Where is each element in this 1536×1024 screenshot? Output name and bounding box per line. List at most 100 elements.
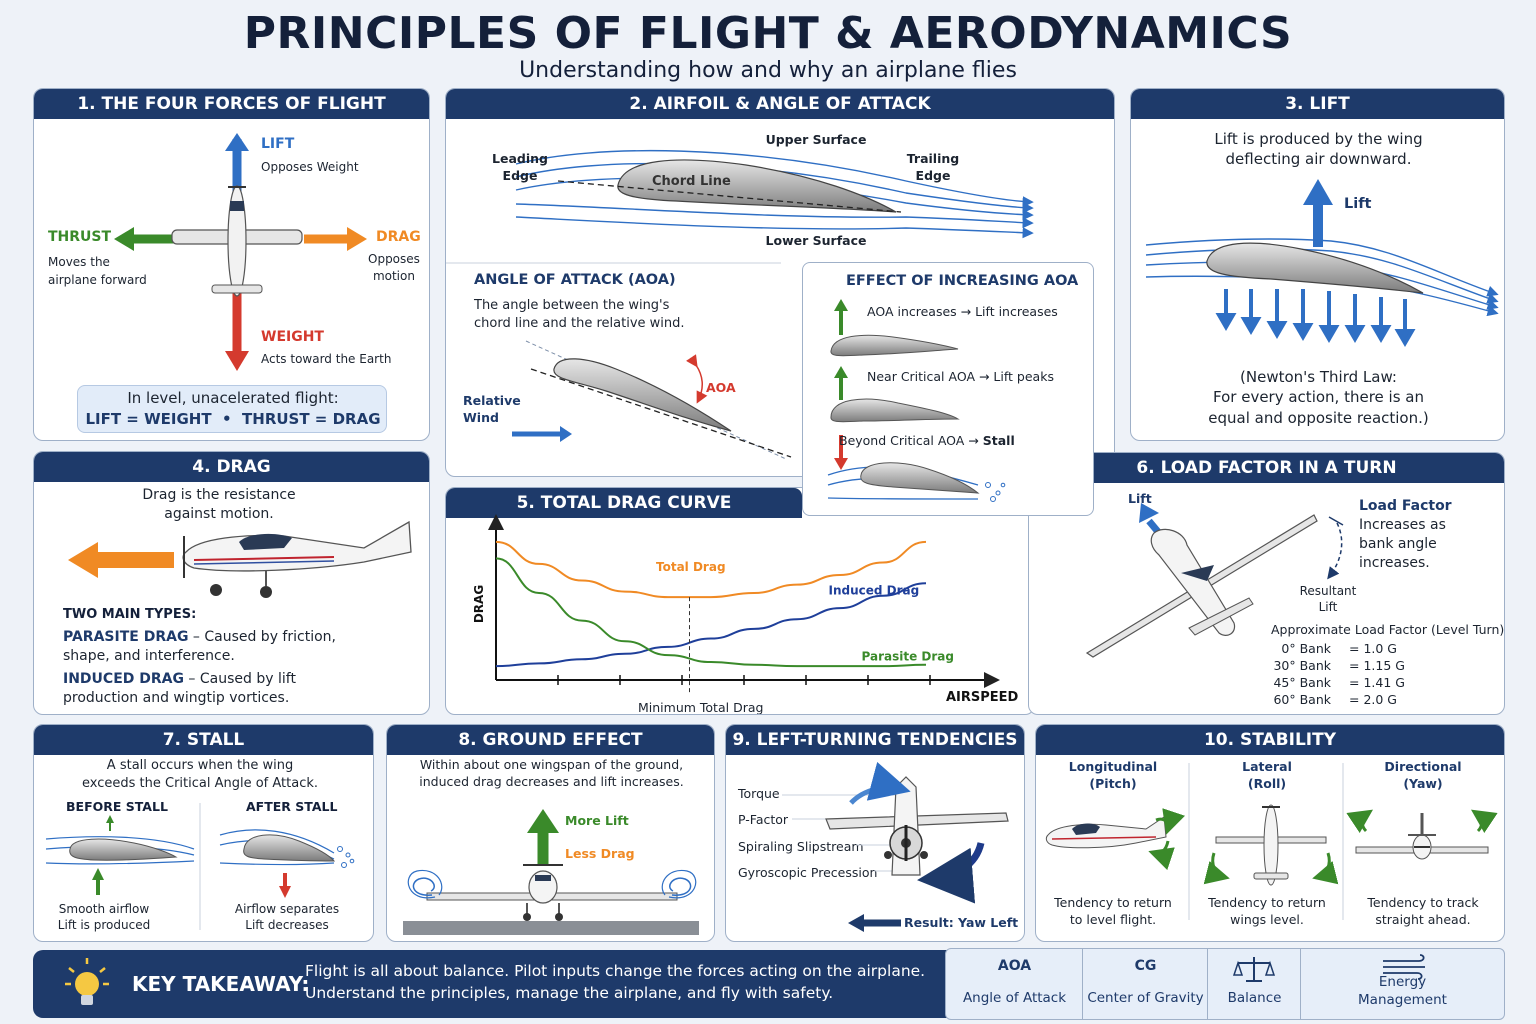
bank-angle: 30° Bank [1273,658,1331,673]
load-table-row: 30° Bank= 1.15 G [1267,658,1427,675]
load-factor-desc: Increases as bank angle increases. [1359,516,1446,571]
panel-load-factor: 6. LOAD FACTOR IN A TURN Lift Load Facto… [1028,452,1505,715]
upper-surface-label: Upper Surface [765,132,867,147]
energy-icon-label: Energy Management [1358,974,1447,1009]
newton-note: (Newton's Third Law: For every action, t… [1208,368,1429,427]
tendency-gyroscopic: Gyroscopic Precession [738,865,878,880]
panel-header: 10. STABILITY [1036,725,1504,755]
load-table-title: Approximate Load Factor (Level Turn) [1271,622,1505,637]
effect-item-3: Beyond Critical AOA → Stall [839,433,1015,450]
lower-surface-label: Lower Surface [765,233,867,248]
g-value: = 2.0 G [1349,692,1397,707]
panel-header: 6. LOAD FACTOR IN A TURN [1029,453,1504,483]
drag-types-title: TWO MAIN TYPES: [63,607,197,622]
stability-pitch-title: Longitudinal (Pitch) [1068,759,1158,791]
panel-header: 1. THE FOUR FORCES OF FLIGHT [34,89,429,119]
panel-header: 4. DRAG [34,452,429,482]
tendency-torque: Torque [738,786,780,801]
balance-line1: In level, unacelerated flight: [127,389,339,407]
before-stall-desc: Smooth airflow Lift is produced [57,902,151,933]
panel-lift: 3. LIFT Lift is produced by the wing def… [1130,88,1505,441]
key-takeaway-text: Flight is all about balance. Pilot input… [305,962,926,1002]
panel-header: 7. STALL [34,725,373,755]
effect-title: EFFECT OF INCREASING AOA [846,273,1079,289]
parasite-drag-desc: – Caused by friction, shape, and interfe… [63,629,336,664]
load-table-row: 0° Bank= 1.0 G [1267,641,1427,658]
weight-label: WEIGHT [261,329,324,345]
lift-desc: Lift is produced by the wing deflecting … [1214,130,1423,169]
tendency-p-factor: P-Factor [738,812,789,827]
drag-desc: Opposes motion [368,252,420,284]
cg-icon-label: Center of Gravity [1087,990,1204,1006]
trailing-edge-label: Trailing Edge [906,151,960,183]
less-drag-label: Less Drag [565,846,635,861]
relative-wind-label: Relative Wind [463,393,521,425]
energy-wind-icon [1383,954,1425,980]
thrust-desc: Moves the airplane forward [48,255,147,287]
panel-drag: 4. DRAG Drag is the resistance against m… [33,451,430,715]
chord-line-label: Chord Line [652,174,731,189]
icon-cell-cg: CG Center of Gravity [1083,949,1208,1019]
series-label: Parasite Drag [862,650,954,664]
stability-yaw-title: Directional (Yaw) [1384,759,1462,791]
four-forces-diagram [114,133,367,371]
panel-four-forces: 1. THE FOUR FORCES OF FLIGHT LIFT Oppose… [33,88,430,441]
series-line-induced-drag [495,582,927,668]
balance-box: In level, unacelerated flight: LIFT = WE… [77,385,387,433]
aoa-desc: The angle between the wing's chord line … [474,298,685,331]
key-takeaway-label: KEY TAKEAWAY: [132,972,310,996]
icon-cell-energy: Energy Management [1301,949,1504,1019]
aoa-icon: AOA [997,958,1032,974]
series-label: Total Drag [656,560,726,574]
more-lift-label: More Lift [565,813,629,828]
key-icons-box: AOA Angle of Attack CG Center of Gravity… [945,948,1505,1020]
roll-airplane [1203,804,1339,886]
downwash-arrows [1215,289,1416,347]
lift-label: LIFT [261,136,295,152]
panel-stability: 10. STABILITY Longitudinal (Pitch) Later… [1035,724,1505,942]
bank-angle: 45° Bank [1273,675,1331,690]
stability-roll-desc: Tendency to return wings level. [1208,895,1326,927]
balance-icon-label: Balance [1227,990,1282,1006]
induced-drag-desc: – Caused by lift production and wingtip … [63,671,296,706]
panel-header: 9. LEFT-TURNING TENDENCIES [726,725,1024,755]
series-label: Induced Drag [829,583,920,597]
x-axis-label: AIRSPEED [946,690,1019,705]
panel-header: 3. LIFT [1131,89,1504,119]
pitch-airplane [1045,808,1186,871]
lift-arrow-label: Lift [1344,196,1372,212]
panel-header: 8. GROUND EFFECT [387,725,714,755]
airfoil-diagram [446,149,1034,460]
key-takeaway-bar: KEY TAKEAWAY: Flight is all about balanc… [33,948,1505,1020]
effect-item-2: Near Critical AOA → Lift peaks [867,369,1054,384]
bank-angle: 60° Bank [1273,692,1331,707]
yaw-airplane [1346,809,1498,860]
drag-desc: Drag is the resistance against motion. [142,487,296,522]
panel-header: 2. AIRFOIL & ANGLE OF ATTACK [446,89,1114,119]
aoa-icon-label: Angle of Attack [962,990,1067,1006]
aoa-wing-diagram [512,340,792,460]
lightbulb-icon [65,958,109,1005]
page-subtitle: Understanding how and why an airplane fl… [519,58,1017,83]
lift-deflection-diagram [1145,179,1499,347]
min-drag-label: Minimum Total Drag [638,700,764,715]
left-turning-diagram [782,761,1009,932]
icon-cell-aoa: AOA Angle of Attack [946,949,1083,1019]
stability-diagrams [1045,763,1498,920]
airplane-top-view [171,185,303,297]
effect-item-3-stall: Stall [982,433,1015,448]
induced-drag: INDUCED DRAG – Caused by lift production… [63,670,296,708]
balance-line2: LIFT = WEIGHT • THRUST = DRAG [85,410,381,428]
yaw-left-result: Result: Yaw Left [904,915,1019,930]
effect-item-3-text: Beyond Critical AOA → [839,433,983,448]
ground-effect-desc: Within about one wingspan of the ground,… [419,757,684,789]
load-table-row: 60° Bank = 2.0 G [1267,692,1427,709]
aoa-angle-label: AOA [706,380,736,395]
panel-ground-effect: 8. GROUND EFFECT Within about one wingsp… [386,724,715,942]
panel-left-turning: 9. LEFT-TURNING TENDENCIES Torque P-Fact… [725,724,1025,942]
balance-scale-icon [1232,957,1276,982]
load-factor-diagram [1085,503,1344,658]
cg-icon: CG [1134,958,1157,974]
